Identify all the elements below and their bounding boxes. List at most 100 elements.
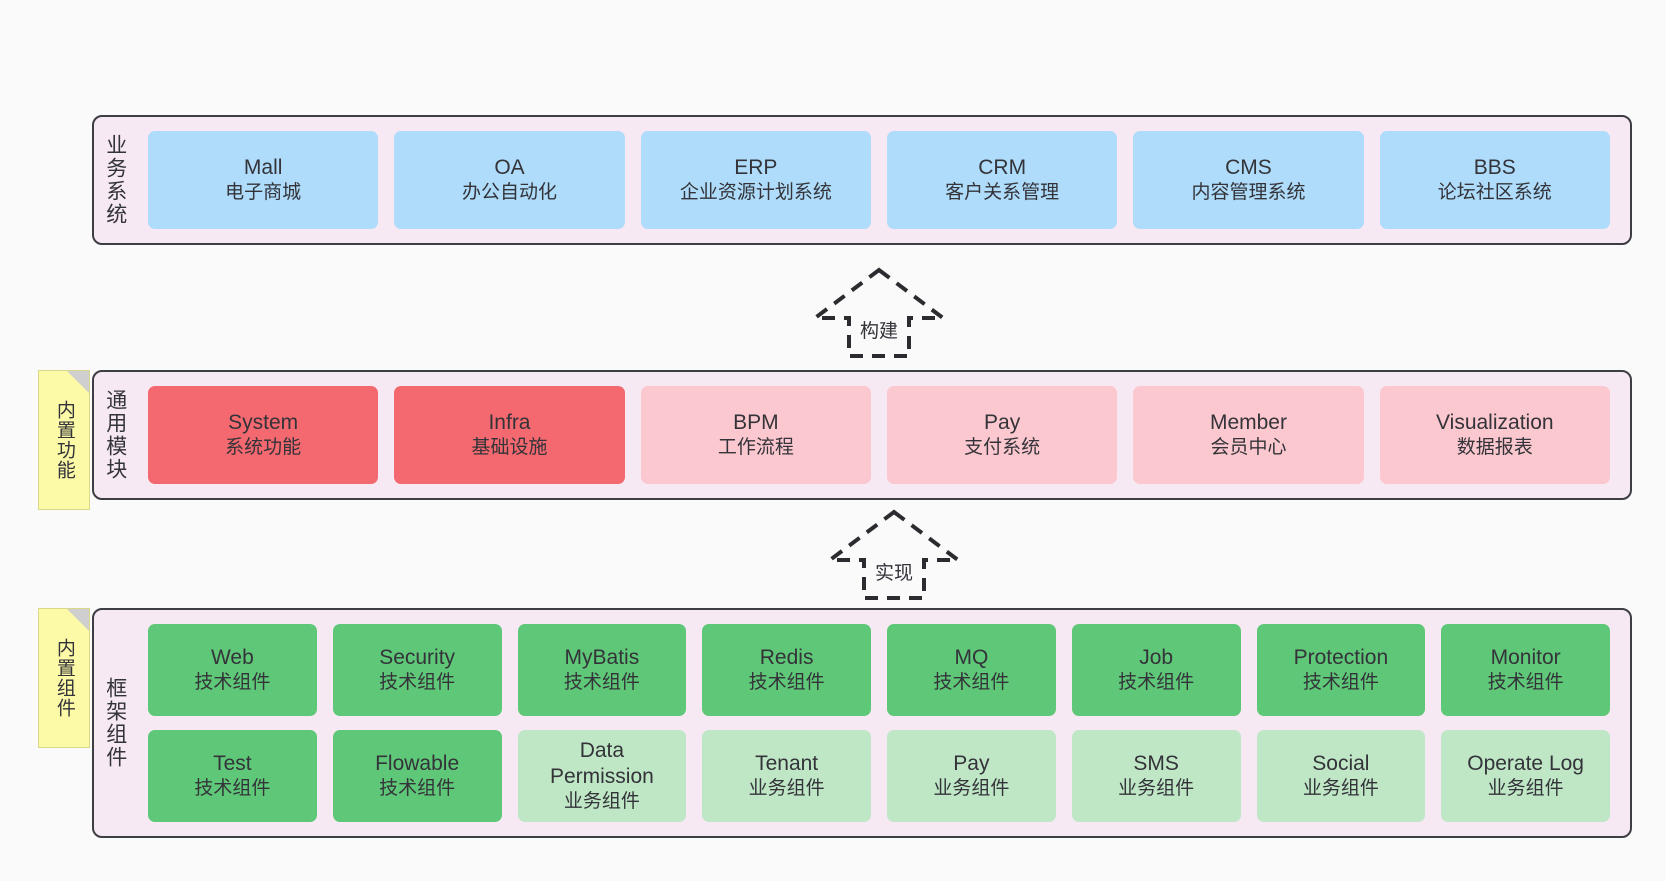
node-subtitle: 业务组件 — [563, 791, 640, 813]
node-title: CRM — [978, 156, 1027, 180]
sticky-note-label: 内置功能 — [53, 400, 75, 480]
node-subtitle: 基础设施 — [471, 437, 548, 459]
node-oa[interactable]: OA 办公自动化 — [394, 131, 625, 229]
node-title: MyBatis — [564, 646, 640, 670]
layer-title-business-system: 业务系统 — [103, 134, 127, 226]
node-subtitle: 客户关系管理 — [945, 182, 1060, 204]
node-title: Operate Log — [1467, 752, 1584, 776]
node-column: Web 技术组件 Test 技术组件 — [140, 624, 325, 822]
node-subtitle: 企业资源计划系统 — [679, 182, 832, 204]
node-subtitle: 技术组件 — [379, 778, 456, 800]
node-bpm[interactable]: BPM 工作流程 — [640, 386, 871, 484]
node-title: MQ — [954, 646, 989, 670]
node-pay-component[interactable]: Pay 业务组件 — [887, 730, 1056, 822]
node-column: CMS 内容管理系统 — [1125, 131, 1371, 229]
node-web[interactable]: Web 技术组件 — [148, 624, 317, 716]
node-title: Test — [213, 752, 252, 776]
layer-body-business-system: Mall 电子商城 OA 办公自动化 ERP 企业资源计划系统 CRM — [136, 117, 1630, 243]
node-mq[interactable]: MQ 技术组件 — [887, 624, 1056, 716]
node-bbs[interactable]: BBS 论坛社区系统 — [1379, 131, 1610, 229]
node-title: BPM — [733, 411, 779, 435]
sticky-note-label: 内置组件 — [53, 638, 75, 718]
node-subtitle: 论坛社区系统 — [1437, 182, 1552, 204]
node-visualization[interactable]: Visualization 数据报表 — [1379, 386, 1610, 484]
node-column: BBS 论坛社区系统 — [1372, 131, 1618, 229]
node-crm[interactable]: CRM 客户关系管理 — [886, 131, 1118, 229]
node-column: OA 办公自动化 — [386, 131, 632, 229]
node-column: CRM 客户关系管理 — [879, 131, 1125, 229]
layer-business-system: 业务系统 Mall 电子商城 OA 办公自动化 ERP 企业资源计划系统 — [92, 115, 1632, 245]
node-social[interactable]: Social 业务组件 — [1256, 730, 1426, 822]
sticky-note-builtin-features: 内置功能 — [38, 370, 90, 510]
node-test[interactable]: Test 技术组件 — [148, 730, 317, 822]
node-monitor[interactable]: Monitor 技术组件 — [1441, 624, 1610, 716]
node-column: Member 会员中心 — [1125, 386, 1371, 484]
node-subtitle: 业务组件 — [933, 778, 1010, 800]
node-title: Security — [379, 646, 456, 670]
node-subtitle: 技术组件 — [1118, 672, 1195, 694]
node-cms[interactable]: CMS 内容管理系统 — [1133, 131, 1364, 229]
node-sms[interactable]: SMS 业务组件 — [1071, 730, 1241, 822]
layer-common-module: 通用模块 System 系统功能 Infra 基础设施 BPM 工作流程 — [92, 370, 1632, 500]
node-subtitle: 业务组件 — [1487, 778, 1564, 800]
node-column: ERP 企业资源计划系统 — [633, 131, 879, 229]
node-title: ERP — [734, 156, 778, 180]
node-title: Member — [1209, 411, 1287, 435]
node-mybatis[interactable]: MyBatis 技术组件 — [517, 624, 687, 716]
node-title: Infra — [488, 411, 531, 435]
node-subtitle: 办公自动化 — [461, 182, 557, 204]
node-redis[interactable]: Redis 技术组件 — [702, 624, 871, 716]
node-subtitle: 技术组件 — [379, 672, 456, 694]
node-operate-log[interactable]: Operate Log 业务组件 — [1441, 730, 1610, 822]
node-subtitle: 技术组件 — [933, 672, 1010, 694]
node-column: System 系统功能 — [140, 386, 386, 484]
node-pay-module[interactable]: Pay 支付系统 — [886, 386, 1118, 484]
node-security[interactable]: Security 技术组件 — [332, 624, 502, 716]
node-subtitle: 工作流程 — [717, 437, 794, 459]
node-title: Flowable — [375, 752, 460, 776]
node-title: OA — [494, 156, 525, 180]
layer-title-common-module: 通用模块 — [103, 389, 127, 481]
node-mall[interactable]: Mall 电子商城 — [148, 131, 379, 229]
node-title: Web — [210, 646, 254, 670]
node-subtitle: 技术组件 — [563, 672, 640, 694]
node-title: Job — [1139, 646, 1174, 670]
node-title: Mall — [243, 156, 283, 180]
folded-corner-icon — [67, 371, 89, 393]
connector-implement-label: 实现 — [872, 558, 916, 585]
node-subtitle: 技术组件 — [1302, 672, 1379, 694]
node-subtitle: 电子商城 — [225, 182, 302, 204]
node-column: Infra 基础设施 — [386, 386, 632, 484]
node-data-permission[interactable]: Data Permission 业务组件 — [517, 730, 687, 822]
node-title: Pay — [953, 752, 990, 776]
node-subtitle: 支付系统 — [964, 437, 1041, 459]
node-subtitle: 内容管理系统 — [1191, 182, 1306, 204]
node-job[interactable]: Job 技术组件 — [1071, 624, 1241, 716]
node-erp[interactable]: ERP 企业资源计划系统 — [640, 131, 871, 229]
node-infra[interactable]: Infra 基础设施 — [394, 386, 625, 484]
connector-build: 构建 — [805, 266, 953, 358]
node-system[interactable]: System 系统功能 — [148, 386, 379, 484]
node-subtitle: 业务组件 — [1118, 778, 1195, 800]
layer-framework-component: 框架组件 Web 技术组件 Test 技术组件 Security 技术组件 Fl… — [92, 608, 1632, 838]
layer-body-common-module: System 系统功能 Infra 基础设施 BPM 工作流程 Pay — [136, 372, 1630, 498]
sticky-note-builtin-components: 内置组件 — [38, 608, 90, 748]
connector-build-label: 构建 — [857, 316, 901, 343]
node-subtitle: 系统功能 — [225, 437, 302, 459]
node-subtitle: 会员中心 — [1210, 437, 1287, 459]
node-title: Visualization — [1436, 411, 1554, 435]
node-tenant[interactable]: Tenant 业务组件 — [702, 730, 871, 822]
node-title: Pay — [984, 411, 1021, 435]
node-title: Redis — [759, 646, 814, 670]
node-subtitle: 技术组件 — [194, 672, 271, 694]
node-protection[interactable]: Protection 技术组件 — [1256, 624, 1426, 716]
node-title: Tenant — [755, 752, 819, 776]
node-title: System — [228, 411, 299, 435]
node-member[interactable]: Member 会员中心 — [1133, 386, 1364, 484]
node-subtitle: 业务组件 — [1302, 778, 1379, 800]
folded-corner-icon — [67, 609, 89, 631]
node-subtitle: 技术组件 — [194, 778, 271, 800]
node-title: Protection — [1293, 646, 1389, 670]
node-flowable[interactable]: Flowable 技术组件 — [332, 730, 502, 822]
node-title: Monitor — [1490, 646, 1561, 670]
